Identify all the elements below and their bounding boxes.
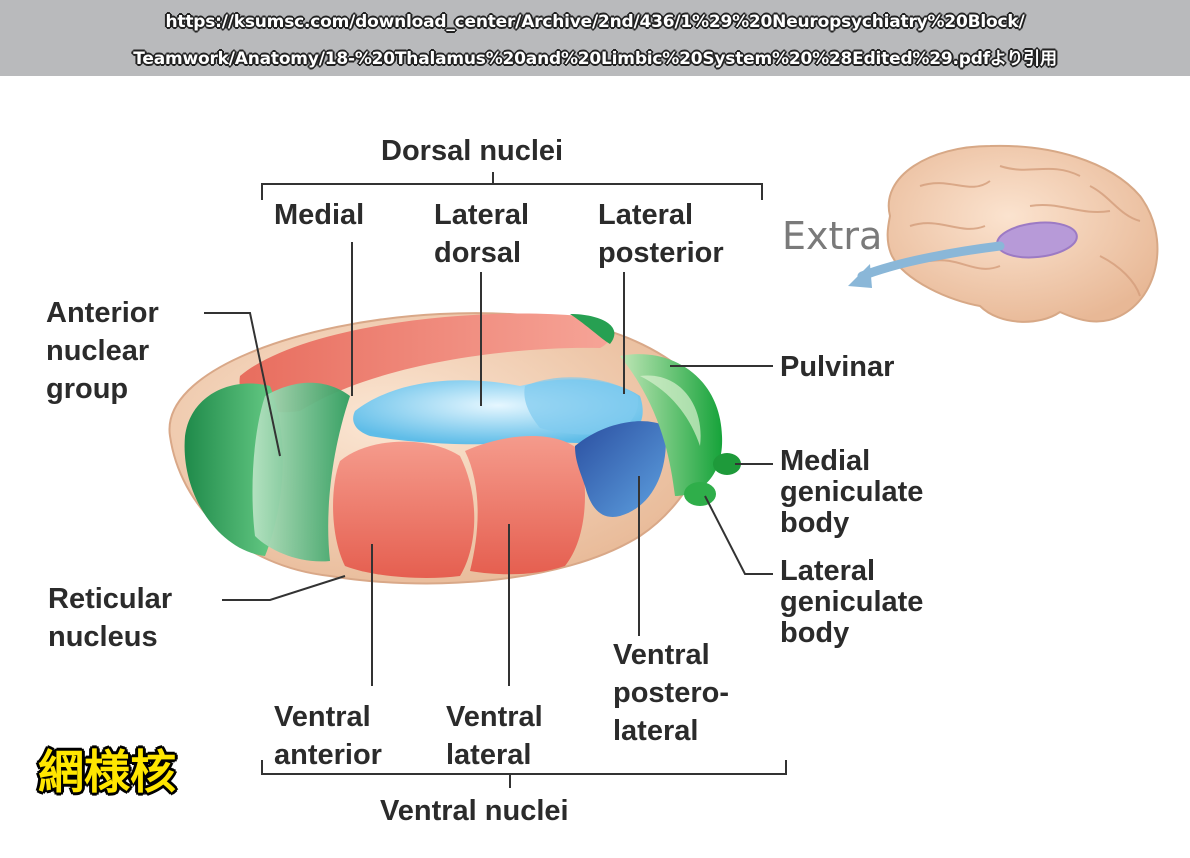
thalamus-body	[168, 312, 741, 585]
label-ventral-posterolateral: Ventral postero- lateral	[613, 639, 729, 747]
label-reticular-nucleus: Reticular nucleus	[48, 583, 173, 653]
extra-label: Extra	[782, 214, 883, 258]
source-citation-bar: https://ksumsc.com/download_center/Archi…	[0, 0, 1190, 76]
label-medial-geniculate-body: Medial geniculate body	[780, 445, 924, 539]
label-lateral-dorsal: Lateral dorsal	[434, 199, 530, 269]
dorsal-nuclei-bracket	[261, 172, 763, 200]
thalamus-diagram	[168, 144, 1159, 788]
label-ventral-nuclei: Ventral nuclei	[380, 795, 569, 827]
label-pulvinar: Pulvinar	[780, 351, 895, 383]
japanese-caption-reticular: 網様核	[38, 745, 176, 799]
source-url-line-1: https://ksumsc.com/download_center/Archi…	[165, 12, 1025, 32]
label-dorsal-nuclei: Dorsal nuclei	[381, 135, 564, 167]
label-medial: Medial	[274, 199, 365, 231]
ventral-nuclei-bracket	[261, 760, 787, 788]
label-lateral-posterior: Lateral posterior	[598, 199, 724, 269]
label-ventral-lateral: Ventral lateral	[446, 701, 543, 771]
slide: Extra Dorsal nuclei Medial Lateral dorsa…	[0, 76, 1190, 858]
brain-inset-illustration	[848, 144, 1159, 323]
source-url-line-2: Teamwork/Anatomy/18-%20Thalamus%20and%20…	[133, 49, 1057, 69]
label-lateral-geniculate-body: Lateral geniculate body	[780, 555, 924, 649]
label-ventral-anterior: Ventral anterior	[274, 701, 382, 771]
label-anterior-nuclear-group: Anterior nuclear group	[46, 297, 159, 405]
leader-lines	[204, 242, 773, 686]
